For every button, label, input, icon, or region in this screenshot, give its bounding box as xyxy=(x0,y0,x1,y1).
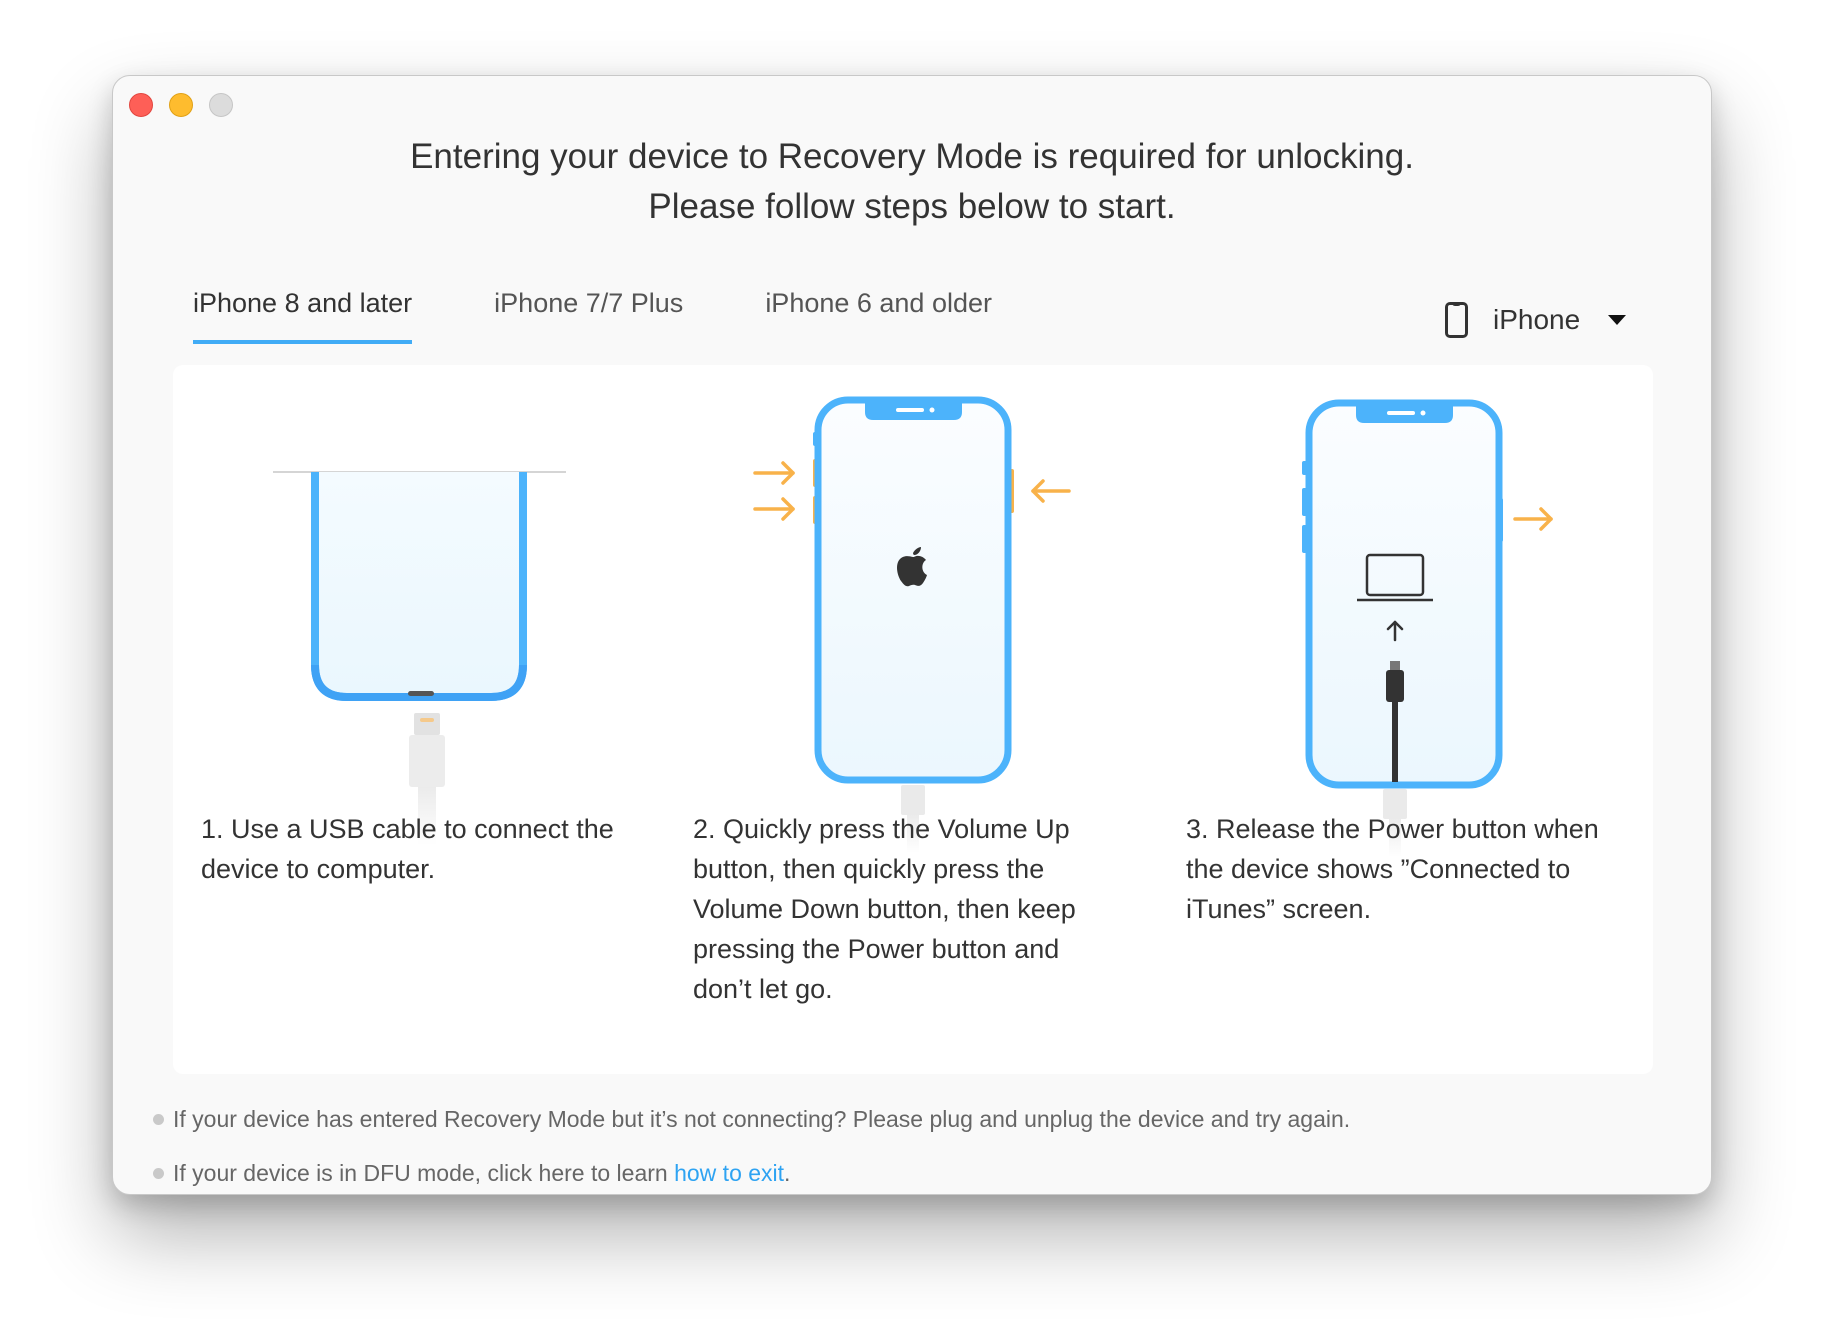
phone-press-buttons-illustration xyxy=(753,396,1071,853)
bullet-icon xyxy=(153,1168,164,1179)
note-2-suffix: . xyxy=(784,1160,791,1186)
device-model-tabs: iPhone 8 and later iPhone 7/7 Plus iPhon… xyxy=(193,288,1074,344)
note-1-text: If your device has entered Recovery Mode… xyxy=(173,1106,1351,1132)
title-line-2: Please follow steps below to start. xyxy=(648,187,1176,226)
minimize-window-button[interactable] xyxy=(169,93,193,117)
caret-down-icon xyxy=(1608,315,1627,325)
note-2-text: If your device is in DFU mode, click her… xyxy=(173,1160,675,1186)
phone-connected-itunes-illustration xyxy=(1302,399,1553,857)
tab-iphone-7-7-plus[interactable]: iPhone 7/7 Plus xyxy=(494,288,684,318)
title-line-1: Entering your device to Recovery Mode is… xyxy=(410,137,1414,176)
tab-iphone-8-and-later[interactable]: iPhone 8 and later xyxy=(193,288,413,344)
step-2-text: 2. Quickly press the Volume Up button, t… xyxy=(693,814,1076,1004)
phone-bottom-usb-illustration xyxy=(273,471,566,845)
app-window: Entering your device to Recovery Mode is… xyxy=(112,75,1712,1195)
zoom-window-button[interactable] xyxy=(209,93,233,117)
tab-iphone-6-and-older[interactable]: iPhone 6 and older xyxy=(765,288,992,318)
phone-icon xyxy=(1445,302,1468,338)
device-type-dropdown[interactable]: iPhone xyxy=(1445,302,1627,338)
step-3-text: 3. Release the Power button when the dev… xyxy=(1186,814,1599,924)
device-type-selected: iPhone xyxy=(1493,304,1581,335)
how-to-exit-link[interactable]: how to exit xyxy=(674,1160,785,1186)
steps-panel: 1. Use a USB cable to connect the device… xyxy=(173,365,1653,1074)
note-recovery-not-connecting: If your device has entered Recovery Mode… xyxy=(153,1106,1350,1133)
bullet-icon xyxy=(153,1114,164,1125)
close-window-button[interactable] xyxy=(129,93,153,117)
step-1-text: 1. Use a USB cable to connect the device… xyxy=(201,814,614,884)
page-title: Entering your device to Recovery Mode is… xyxy=(113,132,1711,232)
note-dfu-mode: If your device is in DFU mode, click her… xyxy=(153,1160,790,1187)
